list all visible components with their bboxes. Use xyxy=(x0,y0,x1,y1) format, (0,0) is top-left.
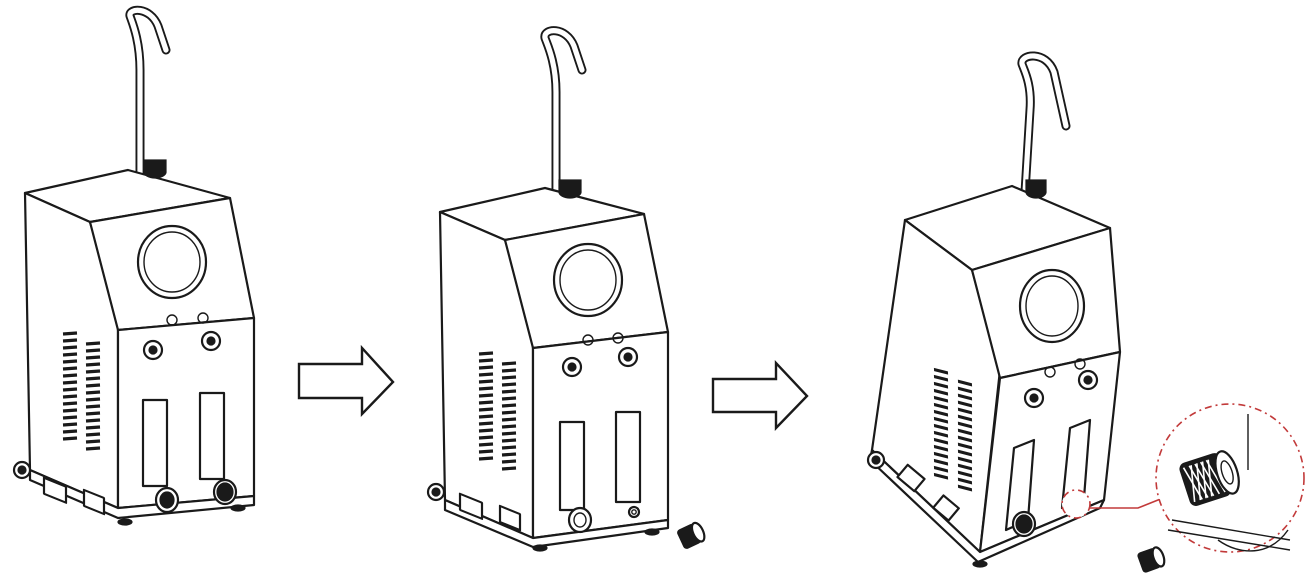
right-arrow-icon xyxy=(297,344,395,417)
detail-callout xyxy=(1155,403,1305,553)
generator-icon xyxy=(12,5,256,526)
generator-tilted-detail-icon xyxy=(866,51,1305,573)
detail-marker xyxy=(1061,489,1091,519)
generator-knob-removed-icon xyxy=(426,26,706,552)
right-arrow-icon xyxy=(711,359,809,431)
